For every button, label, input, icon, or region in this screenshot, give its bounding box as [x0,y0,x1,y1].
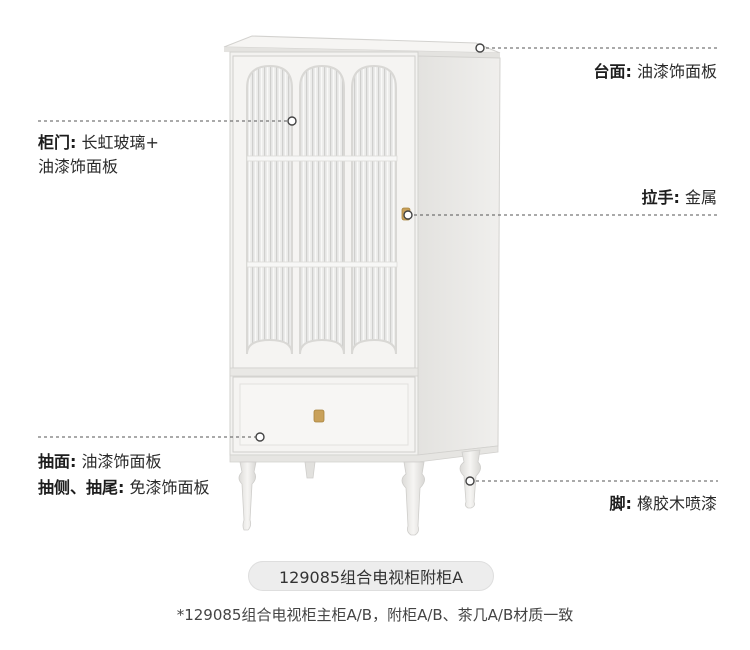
annotation-door: 柜门: 长虹玻璃+ 油漆饰面板 [38,131,159,179]
glass-pane-middle [299,64,345,355]
annotation-key: 抽面: [38,452,77,471]
drawer-rail [229,367,419,377]
drawer-knob [313,409,325,423]
annotation-value: 免漆饰面板 [129,478,210,497]
product-caption: 129085组合电视柜附柜A [248,561,494,591]
annotation-key: 柜门: [38,133,77,152]
callout-dot-icon [255,432,265,442]
glass-pane-right [351,64,397,355]
leg-front-left [238,461,257,531]
annotation-drawer-side: 抽侧、抽尾: 免漆饰面板 [38,476,210,500]
cabinet-base [229,445,499,463]
material-footnote: *129085组合电视柜主柜A/B，附柜A/B、茶几A/B材质一致 [176,606,574,624]
callout-dot-icon [465,476,475,486]
annotation-value: 长虹玻璃+ [81,133,159,152]
callout-dot-icon [403,210,413,220]
annotation-key: 脚: [609,494,632,513]
cabinet-drawer [232,376,416,461]
cabinet-side [417,55,501,456]
annotation-drawer-face: 抽面: 油漆饰面板 [38,450,162,474]
leader-lines [38,47,718,482]
callout-dot-icon [287,116,297,126]
annotation-value: 橡胶木喷漆 [636,494,717,513]
cabinet-legs [238,449,481,536]
shelf-upper [246,155,398,162]
annotation-value: 金属 [684,188,717,207]
annotation-key: 拉手: [641,188,680,207]
annotation-key: 台面: [593,62,632,81]
shelf-lower [246,261,398,268]
annotation-value: 油漆饰面板 [81,452,162,471]
leg-front-right [401,461,425,536]
annotation-top: 台面: 油漆饰面板 [593,60,717,84]
annotation-legs: 脚: 橡胶木喷漆 [609,492,717,516]
callout-dot-icon [475,43,485,53]
annotation-key: 抽侧、抽尾: [38,478,125,497]
leg-back-left [304,461,316,479]
callout-dots [255,43,485,486]
annotation-value: 油漆饰面板 [636,62,717,81]
cabinet-door [232,55,416,369]
glass-pane-left [246,64,293,355]
annotation-value-line2: 油漆饰面板 [38,157,119,176]
annotation-handle: 拉手: 金属 [641,186,717,210]
